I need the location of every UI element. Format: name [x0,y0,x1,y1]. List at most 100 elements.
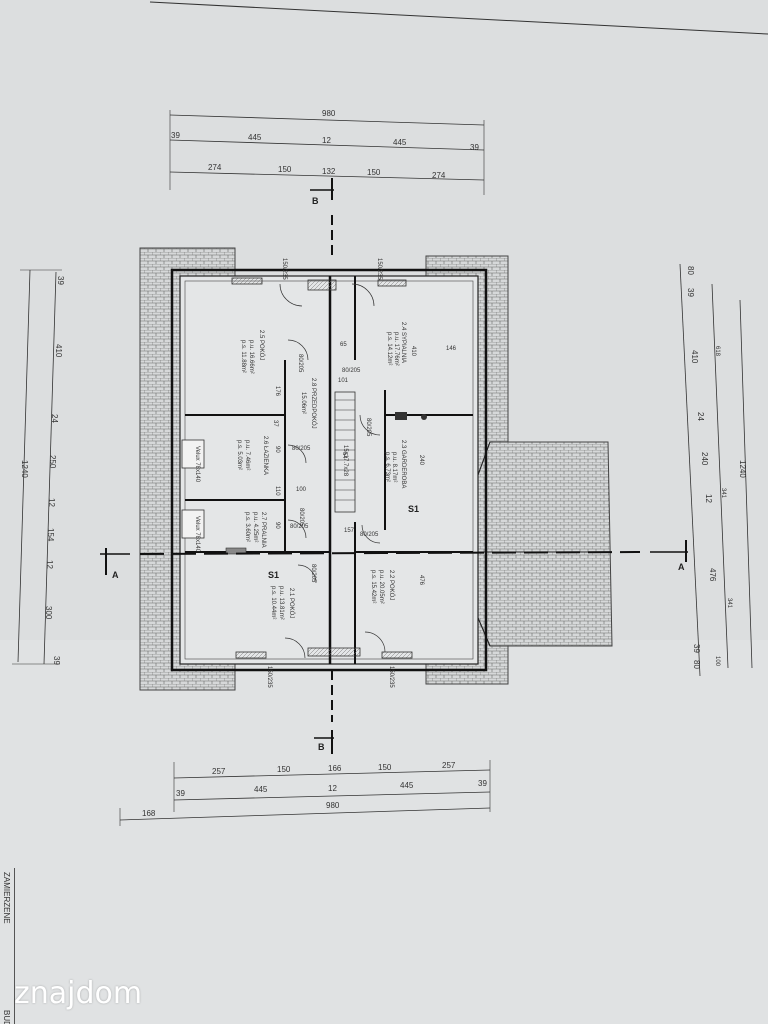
left-dim-4: 12 [47,498,56,507]
top-dim-2-0: 39 [171,131,180,140]
misc-dim-11: 476 [418,575,424,586]
svg-text:p.s. 5.03m²: p.s. 5.03m² [236,440,242,470]
svg-text:2.2 POKÓJ: 2.2 POKÓJ [388,570,395,600]
staircase [334,391,356,513]
bottom-dim-2-2: 12 [328,784,337,793]
room-2-3: 2.3 GARDEROBA p.u. 8.17m² p.s. 6.73m² [384,440,406,488]
stamp-text-1: ZAMIERZENE [2,872,11,924]
bottom-dim-offset: 168 [142,809,156,818]
misc-dim-6: 90 [274,446,280,453]
bottom-dim-1-2: 166 [328,764,342,773]
right-outer-6: 476 [708,568,717,582]
svg-text:2.7 PRALNIA: 2.7 PRALNIA [260,512,266,548]
misc-dim-1: 101 [338,378,349,384]
right-outer-1: 39 [686,288,695,297]
right-outer-0: 80 [686,266,695,275]
left-dimension-chain [12,269,62,665]
right-inner-2: 341 [726,598,732,609]
left-dim-6: 12 [45,560,54,569]
stamp-text-2: BUDYN [2,1010,11,1024]
window-bottom-center [307,647,361,657]
right-dimension-chain [679,263,753,677]
window-label-br: 150/235 [388,666,394,688]
top-dimension-chain [169,110,485,195]
top-dim-3-3: 150 [367,168,381,177]
door-label-6: 80/205 [360,532,379,538]
section-a-left: A [112,570,119,580]
section-a-right: A [678,562,685,572]
door-label-8: 80/205 [298,508,304,527]
svg-text:p.s. 10.44m²: p.s. 10.44m² [270,586,276,619]
svg-text:p.u. 4.25m²: p.u. 4.25m² [252,512,258,542]
window-label-tr: 150/235 [376,258,382,280]
stair-label: 15x17.7x28 [342,445,348,477]
left-dim-3: 250 [48,455,57,469]
misc-dim-2: 410 [410,346,416,357]
room-2-4: 2.4 SYPIALNIA p.u. 17.76m² p.s. 14.12m² [386,322,406,366]
svg-text:p.s. 6.73m²: p.s. 6.73m² [384,452,390,482]
door-label-5: 80/205 [290,524,309,530]
title-block-strip: ZAMIERZENE BUDYN [2,868,15,1024]
left-dim-5: 154 [46,528,55,542]
left-dim-2: 24 [50,414,59,423]
right-outer-5: 12 [704,494,713,503]
svg-text:15.06m²: 15.06m² [300,392,306,414]
svg-text:p.u. 13.81m²: p.u. 13.81m² [278,586,284,620]
misc-dim-9: 157 [344,528,355,534]
svg-text:2.4 SYPIALNIA: 2.4 SYPIALNIA [400,322,406,363]
bottom-dim-1-4: 257 [442,761,456,770]
window-bottom-left [235,651,267,659]
door-label-7: 80/205 [310,564,316,583]
svg-text:p.u. 7.46m²: p.u. 7.46m² [244,440,250,470]
misc-dim-4: 176 [274,386,280,397]
right-inner-1: 341 [720,488,726,499]
bottom-dim-2-0: 39 [176,789,185,798]
bottom-dim-2-4: 39 [478,779,487,788]
window-top-right [377,279,407,287]
velux-window-2 [181,509,205,539]
bottom-dim-1-1: 150 [277,765,291,774]
svg-text:p.u. 16.66m²: p.u. 16.66m² [248,340,254,374]
door-label-3: 80/205 [365,418,371,437]
velux-label-1: Velux 78x140 [194,446,200,483]
svg-text:p.u. 20.05m²: p.u. 20.05m² [378,570,384,604]
right-inner-0: 618 [714,346,720,357]
svg-text:p.s. 15.42m²: p.s. 15.42m² [370,570,376,603]
paper-sheet-lower [0,640,768,1024]
right-outer-7: 39 [692,644,701,653]
right-outer-3: 24 [696,412,705,421]
room-2-6: 2.6 ŁAZIENKA p.u. 7.46m² p.s. 5.03m² [236,436,268,475]
room-2-8: 2.8 PRZEDPOKÓJ 15.06m² [300,378,317,429]
left-dim-total: 1240 [20,460,29,478]
door-label-2: 80/205 [342,368,361,374]
section-b-top: B [312,196,319,206]
svg-text:2.5 POKÓJ: 2.5 POKÓJ [258,330,265,360]
window-bottom-right [381,651,413,659]
bottom-dim-total: 980 [326,801,340,810]
room-2-2: 2.2 POKÓJ p.u. 20.05m² p.s. 15.42m² [370,570,395,604]
right-outer-8: 80 [692,660,701,669]
top-dim-2-2: 12 [322,136,331,145]
top-dim-3-0: 274 [208,163,222,172]
top-dim-2-1: 445 [248,133,262,142]
bottom-dimension-chain [119,760,491,826]
top-dim-total: 980 [322,109,336,118]
svg-text:2.3 GARDEROBA: 2.3 GARDEROBA [400,440,406,488]
right-inner-3: 100 [714,656,720,667]
bottom-dim-1-0: 257 [212,767,226,776]
left-dim-0: 39 [56,276,65,285]
room-2-5: 2.5 POKÓJ p.u. 16.66m² p.s. 11.88m² [240,330,265,374]
misc-dim-5: 37 [272,420,278,427]
bottom-dim-2-3: 445 [400,781,414,790]
misc-dim-8: 100 [296,487,307,493]
misc-dim-12: 90 [274,522,280,529]
top-dim-3-2: 132 [322,167,336,176]
top-dim-3-4: 274 [432,171,446,180]
top-dim-2-4: 39 [470,143,479,152]
svg-text:p.u. 8.17m²: p.u. 8.17m² [391,452,397,482]
section-s1-right: S1 [408,504,419,514]
svg-text:p.u. 17.76m²: p.u. 17.76m² [393,332,399,366]
bottom-dim-1-3: 150 [378,763,392,772]
